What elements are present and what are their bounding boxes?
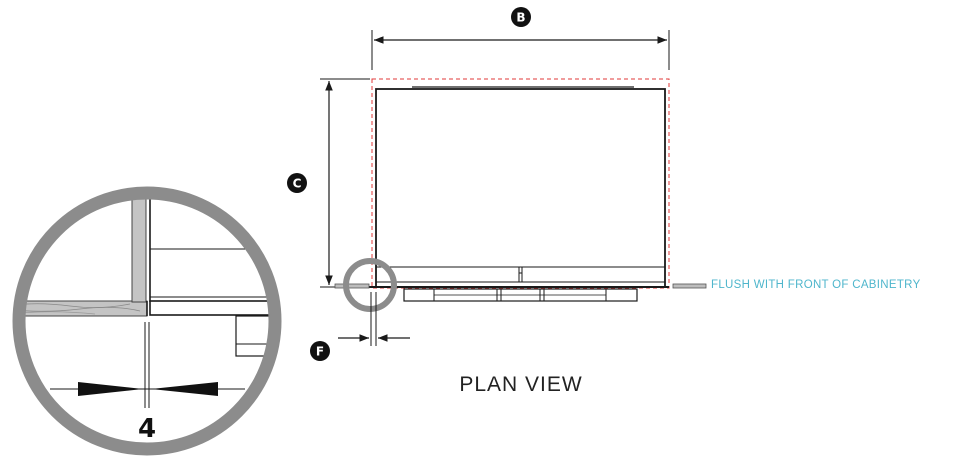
magnifier-ring (12, 186, 282, 456)
dimension-f: F (310, 292, 410, 361)
view-title: PLAN VIEW (459, 373, 582, 396)
dimension-b: B (371, 7, 670, 70)
detail-dimension-value: 4 (138, 414, 156, 444)
cabinet-side-panel (131, 199, 147, 303)
dimension-c: C (287, 78, 370, 288)
detail-arrow-right (151, 382, 218, 396)
badge-f-label: F (316, 345, 324, 359)
detail-magnifier: 4 (12, 186, 282, 456)
detail-marker (343, 258, 397, 312)
badge-f (310, 341, 330, 361)
badge-b (511, 7, 531, 27)
detail-arrow-left (78, 382, 143, 396)
cabinet-front-right (672, 283, 707, 289)
badge-b-label: B (516, 11, 525, 25)
badge-c (287, 173, 307, 193)
badge-c-label: C (293, 177, 302, 191)
appliance-body (375, 88, 666, 288)
flush-note: FLUSH WITH FRONT OF CABINETRY (711, 279, 921, 291)
cabinet-front-left (334, 283, 370, 289)
appliance-plan (368, 78, 670, 302)
door-handle (403, 288, 638, 302)
